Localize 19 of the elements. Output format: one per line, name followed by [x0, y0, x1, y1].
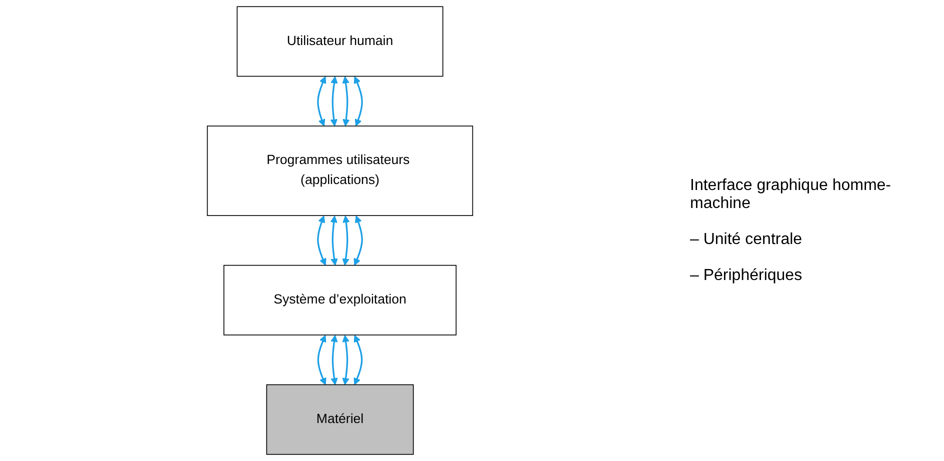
- side-note: Interface graphique homme-machine: [690, 176, 892, 212]
- arrow: [330, 334, 338, 386]
- arrow: [342, 334, 350, 386]
- arrow: [342, 76, 350, 126]
- arrow: [354, 334, 363, 386]
- side-note: – Périphériques: [690, 266, 802, 284]
- arrow: [317, 334, 326, 386]
- node-box: Système d’exploitation: [223, 264, 457, 336]
- arrow: [330, 76, 338, 126]
- arrow: [354, 76, 363, 126]
- node-box: Programmes utilisateurs (applications): [206, 126, 474, 216]
- arrow: [330, 216, 338, 266]
- node-box: Utilisateur humain: [236, 6, 444, 77]
- arrow: [342, 216, 350, 266]
- arrow: [354, 216, 363, 266]
- arrow: [317, 76, 326, 126]
- arrow: [317, 216, 326, 266]
- side-note: – Unité centrale: [690, 230, 802, 248]
- node-box: Matériel: [266, 384, 414, 455]
